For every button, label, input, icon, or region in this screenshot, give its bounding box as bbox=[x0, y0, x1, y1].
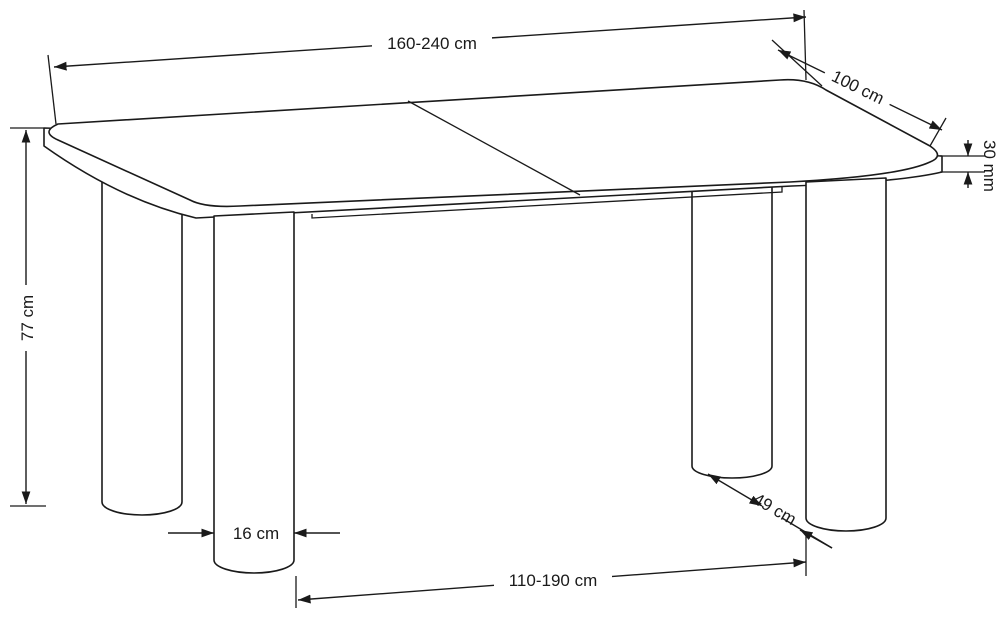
table-top bbox=[43, 78, 943, 219]
thickness-dimension: 30 mm bbox=[940, 140, 999, 192]
front-left-leg bbox=[213, 211, 295, 574]
thickness-label: 30 mm bbox=[980, 140, 999, 192]
leg-span-dimension: 110-190 cm bbox=[295, 534, 807, 608]
leg-depth-label: 49 cm bbox=[750, 489, 800, 529]
length-dimension: 160-240 cm bbox=[47, 9, 807, 125]
height-dimension: 77 cm bbox=[10, 127, 46, 507]
length-label: 160-240 cm bbox=[387, 34, 477, 53]
leg-diameter-label: 16 cm bbox=[233, 524, 279, 543]
back-right-leg bbox=[691, 149, 773, 479]
leg-diameter-dimension: 16 cm bbox=[168, 524, 340, 543]
height-label: 77 cm bbox=[18, 295, 37, 341]
leg-span-label: 110-190 cm bbox=[509, 571, 598, 590]
front-right-leg bbox=[805, 177, 887, 532]
back-left-leg bbox=[101, 149, 183, 516]
extension-seam bbox=[407, 100, 581, 196]
